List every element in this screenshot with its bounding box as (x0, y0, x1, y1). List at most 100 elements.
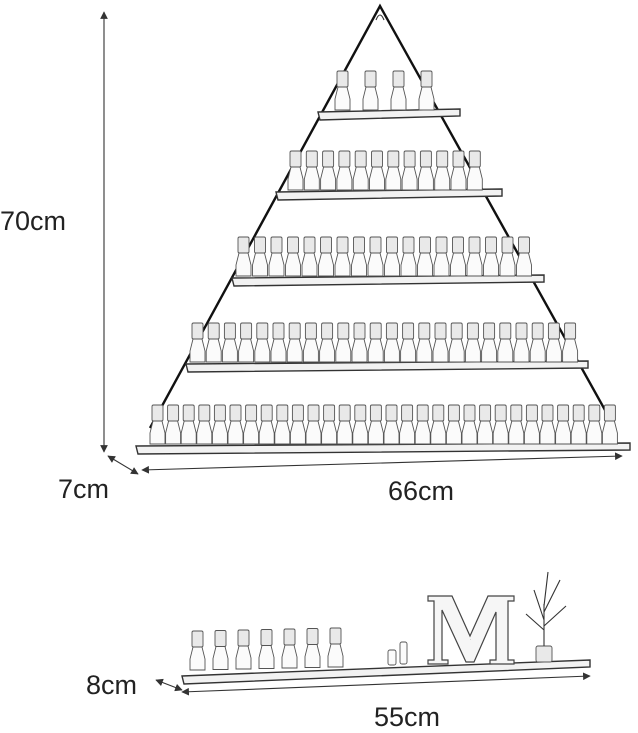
bottle-cap (401, 404, 414, 422)
bottle (562, 338, 579, 363)
bottle-cap (466, 322, 479, 340)
bottle (149, 420, 166, 445)
shelf-tier-4 (185, 360, 589, 373)
bottle-cap (353, 236, 365, 254)
bottle (432, 338, 449, 363)
bottle-cap (303, 236, 316, 254)
bottle (352, 166, 369, 191)
bottle-cap (270, 236, 283, 254)
bottle-cap (557, 404, 570, 422)
bottle (243, 420, 260, 445)
bottle (445, 420, 462, 445)
bottle (492, 420, 509, 445)
bottle (211, 420, 228, 445)
bottle-cap (450, 322, 463, 340)
bottle-cap (499, 322, 512, 340)
bottle-cap (418, 322, 431, 340)
bottle-cap (364, 70, 377, 88)
bottle (545, 338, 562, 363)
bottle-cap (541, 404, 554, 422)
bottle (270, 338, 287, 363)
bottle-cap (305, 150, 318, 168)
letter-m-text: M (470, 639, 471, 641)
hanging-hook (375, 14, 385, 21)
bottle (383, 338, 400, 363)
bottle-cap (223, 322, 236, 340)
bottle-cap (322, 150, 335, 168)
bottle-cap (213, 404, 226, 422)
bottle (351, 338, 368, 363)
small-depth-label: 8cm (86, 670, 137, 700)
bottle-cap (336, 70, 349, 88)
bottle (384, 252, 400, 277)
small-depth-dimension-line (155, 678, 183, 692)
bottle-cap (588, 404, 601, 422)
bottle (555, 420, 572, 445)
bottle (180, 420, 197, 445)
bottle-cap (402, 322, 415, 340)
bottle (508, 420, 525, 445)
bottle (165, 420, 182, 445)
bottle-cap (419, 150, 432, 168)
small-bottle (281, 644, 298, 669)
bottle (400, 338, 417, 363)
bottle-cap (386, 236, 398, 254)
small-bottle (235, 645, 252, 670)
bottle-cap (272, 322, 285, 340)
small-bottle (189, 646, 206, 671)
bottle-cap (288, 322, 301, 340)
small-width-dimension-line (181, 672, 591, 696)
bottle (305, 420, 322, 445)
bottle (268, 252, 285, 277)
shelf-tiers (135, 108, 631, 455)
plant-stems (525, 571, 567, 646)
small-bottle-cap (191, 630, 204, 648)
bottle-cap (207, 322, 220, 340)
bottle-cap (419, 236, 431, 254)
bottle (285, 252, 301, 277)
bottle-cap (276, 404, 289, 422)
height-label: 70cm (0, 206, 66, 236)
rack-frame (148, 3, 617, 429)
bottle (352, 420, 369, 445)
bottle (319, 338, 336, 363)
small-bottle (258, 645, 275, 669)
bottle (287, 166, 304, 191)
bottle-cap (572, 404, 585, 422)
bottle (433, 252, 450, 277)
bottle-cap (510, 404, 523, 422)
bottle-cap (515, 322, 528, 340)
bottle (252, 252, 268, 277)
bottle-cap (307, 404, 320, 422)
bottle (448, 338, 465, 363)
bottle (390, 86, 407, 111)
bottle-cap (531, 322, 544, 340)
bottle (434, 166, 451, 191)
bottle (416, 338, 433, 363)
shelf-tier-2 (275, 188, 503, 201)
bottle (221, 338, 238, 363)
bottle (539, 420, 556, 445)
bottle-cap (564, 322, 577, 340)
bottle (466, 166, 483, 191)
bottle-cap (416, 404, 429, 422)
bottle-cap (432, 404, 445, 422)
bottle-cap (151, 404, 164, 422)
bottle (254, 338, 271, 363)
bottle (318, 252, 334, 277)
triangle-rack (135, 3, 631, 455)
bottle (516, 252, 532, 277)
bottle (301, 252, 318, 277)
bottle-cap (436, 150, 449, 168)
bottle (523, 420, 540, 445)
small-bottle-cap (306, 628, 319, 645)
bottle (529, 338, 546, 363)
bottle (303, 166, 320, 191)
bottle (430, 420, 447, 445)
bottle-cap (182, 404, 195, 422)
bottle (189, 338, 206, 363)
bottle (414, 420, 431, 445)
bottle-cap (338, 404, 351, 422)
shelf-tier-1 (317, 108, 461, 121)
